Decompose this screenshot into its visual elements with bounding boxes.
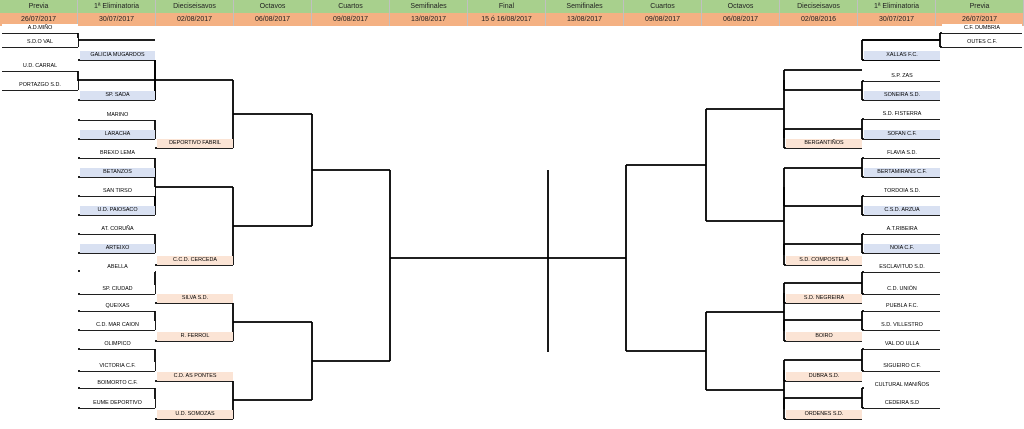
team-name: OUTES C.F. <box>942 38 1022 47</box>
round-name: Semifinales <box>390 0 467 13</box>
team-name: LARACHA <box>80 130 155 139</box>
team-name: MARINO <box>80 111 155 120</box>
round-date: 26/07/2017 <box>0 13 77 26</box>
team-name: S.D. FISTERRA <box>864 110 940 119</box>
team-name: SAN TIRSO <box>80 187 155 196</box>
team-name: SP. CIUDAD <box>80 285 155 294</box>
team-name: U.D. SOMOZAS <box>157 410 233 419</box>
round-date: 09/08/2017 <box>624 13 701 26</box>
round-date: 13/08/2017 <box>546 13 623 26</box>
round-name: Semifinales <box>546 0 623 13</box>
round-date: 06/08/2017 <box>702 13 779 26</box>
team-name: FLAVIA S.D. <box>864 149 940 158</box>
team-name: R. FERROL <box>157 332 233 341</box>
team-name: S.D. COMPOSTELA <box>786 256 862 265</box>
team-name: S.D. NEGREIRA <box>786 294 862 303</box>
team-name: BERTAMIRANS C.F. <box>864 168 940 177</box>
team-name: BOIMORTO C.F. <box>80 379 155 388</box>
round-date: 06/08/2017 <box>234 13 311 26</box>
team-name: A.D.MIÑO <box>2 24 78 33</box>
round-name: 1ª Eliminatoria <box>78 0 155 13</box>
round-date: 30/07/2017 <box>858 13 935 26</box>
team-name: C.C.D. CERCEDA <box>157 256 233 265</box>
team-name: TORDOIA S.D. <box>864 187 940 196</box>
team-name: C.S.D. ARZUA <box>864 206 940 215</box>
team-name: A.T.RIBEIRA <box>864 225 940 234</box>
team-name: S.P. ZAS <box>864 72 940 81</box>
team-name: SP. SADA <box>80 91 155 100</box>
team-name: XALLAS F.C. <box>864 51 940 60</box>
team-name: VICTORIA C.F. <box>80 362 155 371</box>
round-date: 30/07/2017 <box>78 13 155 26</box>
team-name: ARTEIXO <box>80 244 155 253</box>
round-date: 09/08/2017 <box>312 13 389 26</box>
team-name: AT. CORUÑA <box>80 225 155 234</box>
round-date: 02/08/2016 <box>780 13 857 26</box>
round-date: 13/08/2017 <box>390 13 467 26</box>
team-name: CULTURAL MANIÑOS <box>864 381 940 390</box>
team-name: S.D. VILLESTRO <box>864 321 940 330</box>
round-name: Dieciseisavos <box>156 0 233 13</box>
round-name: Octavos <box>234 0 311 13</box>
team-name: U.D. CARRAL <box>2 62 78 71</box>
team-name: PORTAZGO S.D. <box>2 81 78 90</box>
team-name: BREXO LEMA <box>80 149 155 158</box>
round-name: Final <box>468 0 545 13</box>
team-name: C.F. DUMBRIA <box>942 24 1022 33</box>
team-name: NOIA C.F. <box>864 244 940 253</box>
round-name: Previa <box>936 0 1023 13</box>
round-name: 1ª Eliminatoria <box>858 0 935 13</box>
team-name: BOIRO <box>786 332 862 341</box>
round-name: Previa <box>0 0 77 13</box>
team-name: OLIMPICO <box>80 340 155 349</box>
team-name: BETANZOS <box>80 168 155 177</box>
team-name: ESCLAVITUD S.D. <box>864 263 940 272</box>
round-name: Cuartos <box>312 0 389 13</box>
team-name: DEPORTIVO FABRIL <box>157 139 233 148</box>
team-name: C.D. AS PONTES <box>157 372 233 381</box>
team-name: ABELLA <box>80 263 155 272</box>
round-name: Octavos <box>702 0 779 13</box>
team-name: CEDEIRA S.D <box>864 399 940 408</box>
team-name: C.D. MAR CAION <box>80 321 155 330</box>
team-name: S.D.O VAL <box>2 38 78 47</box>
team-name: SIGUEIRO C.F. <box>864 362 940 371</box>
team-name: BERGANTIÑOS <box>786 139 862 148</box>
team-name: QUEIXAS <box>80 302 155 311</box>
team-name: SONEIRA S.D. <box>864 91 940 100</box>
team-name: VAL DO ULLA <box>864 340 940 349</box>
round-name: Cuartos <box>624 0 701 13</box>
team-name: C.D. UNIÓN <box>864 285 940 294</box>
round-date: 15 ó 16/08/2017 <box>468 13 545 26</box>
team-name: SILVA S.D. <box>157 294 233 303</box>
team-name: DUBRA S.D. <box>786 372 862 381</box>
team-name: GALICIA MUGARDOS <box>80 51 155 60</box>
round-name: Dieciseisavos <box>780 0 857 13</box>
team-name: U.D. PAIOSACO <box>80 206 155 215</box>
round-date: 26/07/2017 <box>936 13 1023 26</box>
team-name: PUEBLA F.C. <box>864 302 940 311</box>
team-name: ORDENES S.D. <box>786 410 862 419</box>
round-date: 02/08/2017 <box>156 13 233 26</box>
team-name: EUME DEPORTIVO <box>80 399 155 408</box>
team-name: SOFAN C.F. <box>864 130 940 139</box>
